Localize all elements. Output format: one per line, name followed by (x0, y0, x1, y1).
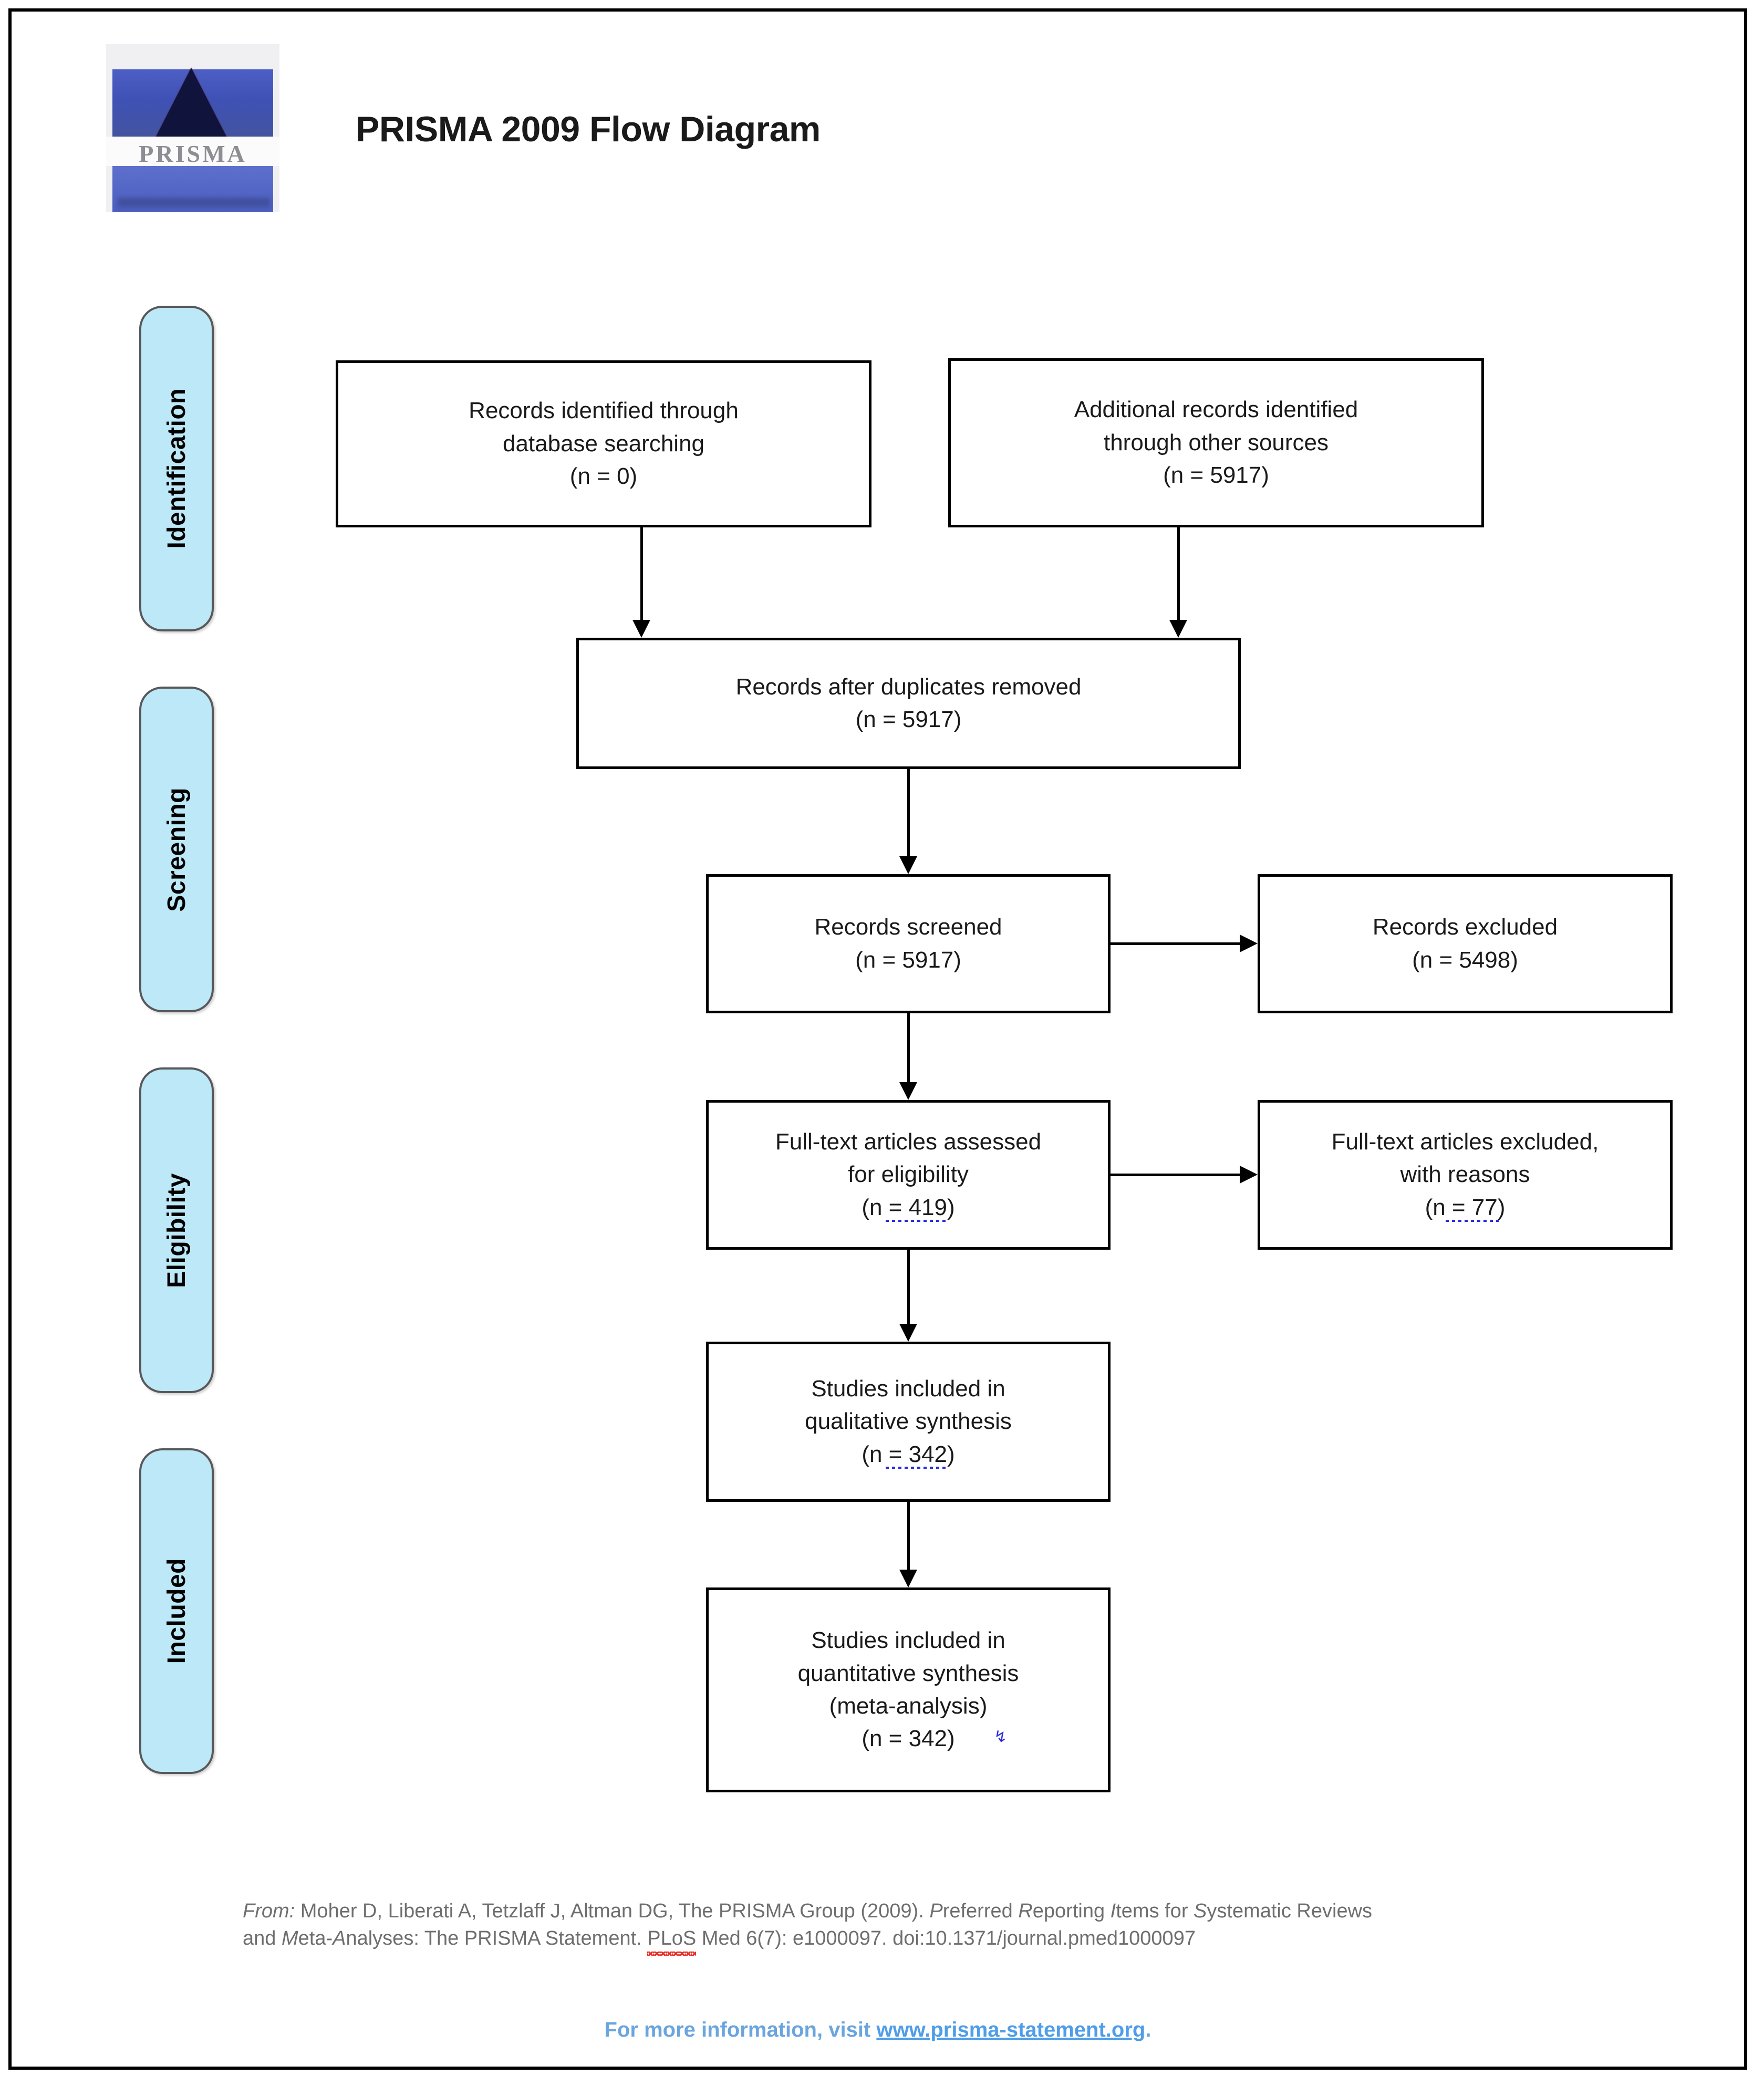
stage-label-identification-text: Identification (162, 388, 191, 549)
box-line: quantitative synthesis (797, 1660, 1019, 1686)
box-line: with reasons (1400, 1161, 1530, 1188)
arrowhead-dbsearch-to-dedup (632, 620, 650, 638)
box-line: qualitative synthesis (805, 1408, 1012, 1435)
box-records-screened: Records screened (n = 5917) (706, 874, 1111, 1013)
box-count: (n = 5917) (1163, 462, 1269, 489)
citation-italic-p: P (929, 1900, 943, 1922)
more-info-prefix: For more information, visit (604, 2018, 877, 2041)
arrowhead-dedup-to-screened (899, 856, 917, 874)
prisma-statement-link[interactable]: www.prisma-statement.org (876, 2018, 1146, 2041)
connector-fulltext-to-excluded (1111, 1174, 1240, 1176)
citation-from-label: From: (243, 1900, 295, 1922)
stage-label-identification: Identification (139, 306, 214, 631)
stage-label-eligibility-text: Eligibility (162, 1172, 191, 1288)
logo-wordmark: PRISMA (139, 140, 247, 167)
box-line: database searching (502, 430, 705, 456)
more-information-line: For more information, visit www.prisma-s… (12, 2018, 1744, 2042)
more-info-suffix: . (1145, 2018, 1151, 2041)
box-line: Studies included in (811, 1627, 1005, 1654)
box-count: (n = 5917) (855, 947, 961, 973)
box-additional-records-other-sources: Additional records identified through ot… (948, 358, 1484, 527)
citation-text: Moher D, Liberati A, Tetzlaff J, Altman … (295, 1900, 930, 1922)
box-line: Records excluded (1372, 914, 1558, 940)
citation-text: eporting (1032, 1900, 1111, 1922)
citation-line-2: and Meta-Analyses: The PRISMA Statement.… (243, 1925, 1682, 1956)
box-studies-qualitative-synthesis: Studies included in qualitative synthesi… (706, 1342, 1111, 1502)
citation-text: ystematic Reviews (1207, 1900, 1373, 1922)
citation-text: Med 6(7): e1000097. doi:10.1371/journal.… (696, 1927, 1196, 1950)
stage-label-screening-text: Screening (162, 787, 191, 912)
citation-italic-m: M (281, 1927, 298, 1950)
arrowhead-othersources-to-dedup (1169, 620, 1187, 638)
box-line: Records after duplicates removed (735, 673, 1082, 700)
citation-line-1: From: Moher D, Liberati A, Tetzlaff J, A… (243, 1897, 1682, 1925)
connector-dbsearch-to-dedup (640, 527, 643, 620)
box-line: Studies included in (811, 1375, 1005, 1402)
citation-text: referred (942, 1900, 1019, 1922)
connector-screened-to-fulltext (907, 1013, 910, 1082)
connector-qualitative-to-quantitative (907, 1502, 910, 1570)
box-count: (n = 342) (862, 1726, 955, 1752)
connector-othersources-to-dedup (1177, 527, 1180, 620)
box-line: (meta-analysis) (829, 1693, 988, 1719)
box-count: (n = 419) (862, 1191, 955, 1224)
citation-ploS-misspelled: PLoS (647, 1925, 696, 1956)
citation-italic-a: A (333, 1927, 346, 1950)
citation-text: tems for (1116, 1900, 1194, 1922)
box-count: (n = 342) (862, 1438, 955, 1471)
stage-label-included-text: Included (162, 1558, 191, 1664)
stage-label-eligibility: Eligibility (139, 1067, 214, 1393)
citation-italic-r: R (1018, 1900, 1033, 1922)
box-fulltext-articles-assessed: Full-text articles assessed for eligibil… (706, 1100, 1111, 1250)
box-studies-quantitative-synthesis: Studies included in quantitative synthes… (706, 1587, 1111, 1792)
connector-screened-to-excluded (1111, 942, 1240, 945)
footer-citation: From: Moher D, Liberati A, Tetzlaff J, A… (243, 1897, 1682, 1956)
box-count: (n = 0) (569, 463, 638, 490)
box-line: Records screened (814, 914, 1002, 940)
logo-band-white (106, 137, 279, 166)
citation-italic-i: I (1110, 1900, 1116, 1922)
arrowhead-fulltext-to-qualitative (899, 1324, 917, 1342)
citation-text: nalyses: The PRISMA Statement. (346, 1927, 648, 1950)
citation-text: and (243, 1927, 282, 1950)
box-count: (n = 5498) (1412, 947, 1518, 973)
box-records-identified-database: Records identified through database sear… (336, 360, 871, 527)
box-count: (n = 5917) (855, 707, 962, 732)
box-records-excluded: Records excluded (n = 5498) (1258, 874, 1673, 1013)
box-count: (n = 77) (1425, 1191, 1505, 1224)
box-line: for eligibility (848, 1161, 969, 1188)
prisma-logo-icon: PRISMA (106, 44, 279, 212)
citation-italic-s: S (1194, 1900, 1207, 1922)
page-title: PRISMA 2009 Flow Diagram (356, 109, 821, 149)
box-line: Full-text articles excluded, (1331, 1128, 1599, 1155)
stage-label-screening: Screening (139, 687, 214, 1012)
arrowhead-qualitative-to-quantitative (899, 1570, 917, 1587)
box-fulltext-articles-excluded: Full-text articles excluded, with reason… (1258, 1100, 1673, 1250)
citation-text: eta- (298, 1927, 333, 1950)
arrowhead-fulltext-to-excluded (1240, 1166, 1258, 1184)
connector-fulltext-to-qualitative (907, 1250, 910, 1324)
box-line: through other sources (1103, 429, 1329, 455)
logo-band-bottom (112, 166, 273, 212)
document-frame: PRISMA PRISMA 2009 Flow Diagram Identifi… (8, 8, 1747, 2070)
connector-dedup-to-screened (907, 769, 910, 856)
box-line: Full-text articles assessed (775, 1128, 1042, 1155)
logo-shadow (118, 198, 270, 207)
box-line: Records identified through (469, 398, 739, 424)
arrowhead-screened-to-fulltext (899, 1082, 917, 1100)
header: PRISMA PRISMA 2009 Flow Diagram (12, 12, 1744, 232)
text-cursor-mark: ↯ (994, 1728, 1008, 1746)
box-line: Additional records identified (1074, 397, 1358, 423)
stage-label-included: Included (139, 1448, 214, 1774)
box-records-after-duplicates-removed: Records after duplicates removed (n = 59… (576, 638, 1241, 769)
arrowhead-screened-to-excluded (1240, 935, 1258, 952)
